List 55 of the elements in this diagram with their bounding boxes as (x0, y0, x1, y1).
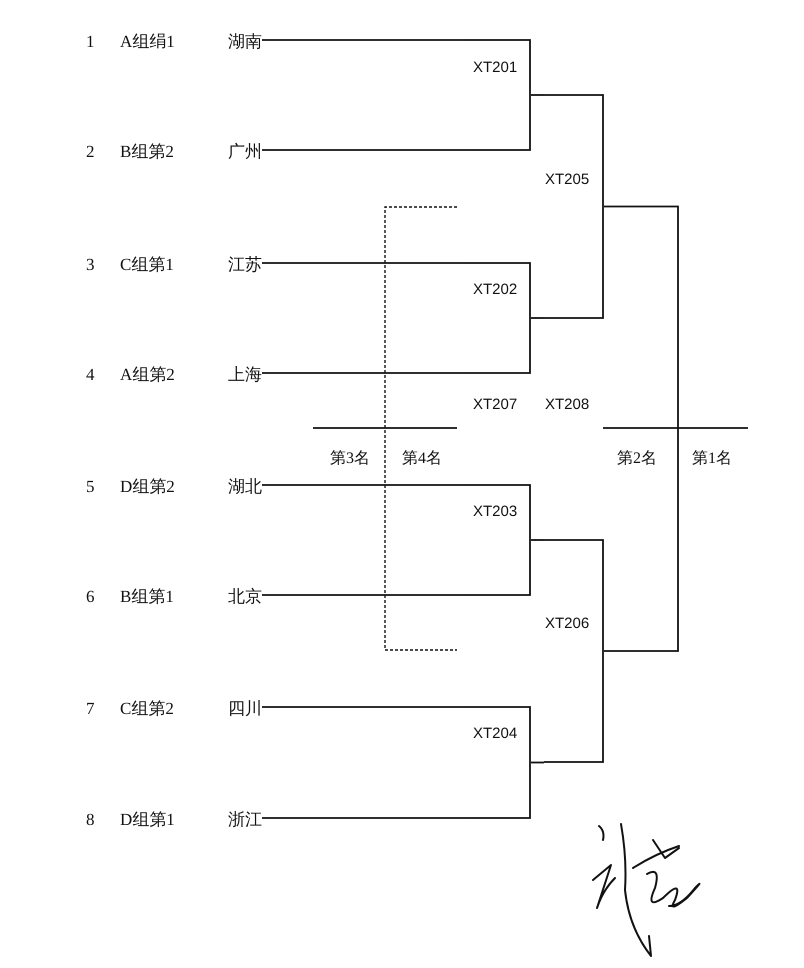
connector-line (262, 706, 466, 708)
connector-line (262, 262, 466, 264)
place-label: 第4名 (402, 449, 442, 469)
connector-line (262, 149, 466, 151)
match-bracket (466, 706, 531, 819)
connector-line (262, 594, 466, 596)
match-bracket (466, 262, 531, 374)
connector-line (531, 539, 544, 541)
match-code: XT203 (473, 502, 518, 522)
group-rank: A组第2 (120, 365, 175, 385)
group-rank: D组第1 (120, 810, 175, 830)
team-name: 湖南 (228, 32, 262, 52)
team-name: 广州 (228, 142, 262, 162)
group-rank: C组第2 (120, 699, 174, 719)
place-label: 第1名 (692, 449, 732, 469)
group-rank: A组绢1 (120, 32, 175, 52)
connector-line (604, 206, 679, 652)
group-rank: B组第1 (120, 587, 174, 607)
group-rank: C组第1 (120, 255, 174, 275)
match-bracket (466, 484, 531, 596)
connector-line (531, 317, 544, 319)
connector-line (531, 762, 544, 764)
team-name: 湖北 (228, 477, 262, 497)
team-name: 江苏 (228, 255, 262, 275)
seed-number: 3 (86, 255, 94, 275)
team-name: 浙江 (228, 810, 262, 830)
seed-number: 4 (86, 365, 94, 385)
match-code: XT206 (545, 614, 590, 634)
connector-line (262, 39, 466, 41)
team-name: 上海 (228, 365, 262, 385)
connector-line (531, 94, 544, 96)
group-rank: B组第2 (120, 142, 174, 162)
connector-line (262, 372, 466, 374)
seed-number: 5 (86, 477, 94, 497)
group-rank: D组第2 (120, 477, 175, 497)
match-code: XT204 (473, 724, 518, 744)
connector-line (262, 484, 466, 486)
seed-number: 8 (86, 810, 94, 830)
place-label: 第2名 (617, 449, 657, 469)
match-code: XT202 (473, 280, 518, 300)
team-name: 四川 (228, 699, 262, 719)
seed-number: 2 (86, 142, 94, 162)
match-code: XT205 (545, 170, 590, 190)
place-label: 第3名 (330, 449, 370, 469)
seed-number: 1 (86, 32, 94, 52)
seed-number: 7 (86, 699, 94, 719)
match-bracket (544, 539, 604, 763)
match-code: XT207 (473, 395, 518, 415)
connector-line (262, 817, 466, 819)
match-code: XT201 (473, 58, 518, 78)
team-name: 北京 (228, 587, 262, 607)
match-code: XT208 (545, 395, 590, 415)
match-bracket (544, 94, 604, 319)
seed-number: 6 (86, 587, 94, 607)
match-bracket (466, 39, 531, 151)
